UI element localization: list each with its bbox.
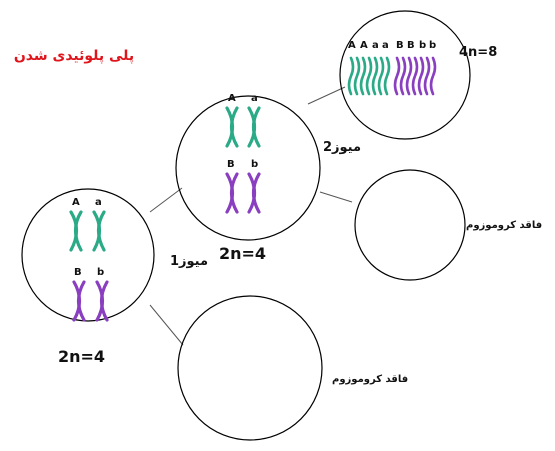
gene-label-A: A [348, 40, 356, 51]
gene-label-a: a [251, 93, 258, 104]
gene-label-b: b [251, 159, 259, 170]
gene-label-B: B [407, 40, 415, 51]
chromosome-b [417, 56, 425, 96]
empty-cell-label-upper: فاقد کروموزوم [466, 220, 543, 231]
empty-cell-upper [354, 169, 466, 281]
gene-label-a: a [372, 40, 379, 51]
cell-1 [21, 188, 155, 322]
gene-label-b: b [419, 40, 427, 51]
gene-label-a: a [382, 40, 389, 51]
gene-label-B: B [227, 159, 235, 170]
ploidy-label-cell3: 4n=8 [459, 45, 498, 60]
gene-label-b: b [97, 267, 105, 278]
process-label-meiosis2: میوز2 [323, 140, 362, 155]
ploidy-label-cell1: 2n=4 [58, 347, 106, 366]
diagram-title: پلی پلوئیدی شدن [13, 48, 135, 64]
chromosome-A [347, 56, 355, 96]
chromosome-B [405, 56, 413, 96]
gene-label-B: B [396, 40, 404, 51]
cell3-chromosomes [347, 56, 437, 96]
chromosome-A [359, 56, 367, 96]
cell2-chromosomes [225, 106, 261, 214]
process-label-meiosis1: میوز1 [170, 254, 209, 269]
gene-label-A: A [360, 40, 368, 51]
cell-2 [175, 95, 321, 241]
chromosome-a [383, 56, 391, 96]
gene-label-A: A [228, 93, 236, 104]
connector-cell1-empty-lower [149, 304, 184, 346]
gene-label-A: A [72, 197, 80, 208]
gene-label-B: B [74, 267, 82, 278]
connector-cell2-cell3 [307, 86, 346, 105]
cell-3 [339, 10, 471, 140]
chromosome-a [371, 56, 379, 96]
ploidy-label-cell2: 2n=4 [219, 244, 267, 263]
empty-cell-lower [177, 295, 323, 441]
chromosome-B [393, 56, 401, 96]
connector-cell2-empty-upper [319, 191, 353, 203]
cell1-chromosomes [69, 210, 109, 322]
gene-label-b: b [429, 40, 437, 51]
empty-cell-label-lower: فاقد کروموزوم [332, 374, 409, 385]
gene-label-a: a [95, 197, 102, 208]
connector-cell1-cell2 [149, 187, 183, 213]
chromosome-b [429, 56, 437, 96]
